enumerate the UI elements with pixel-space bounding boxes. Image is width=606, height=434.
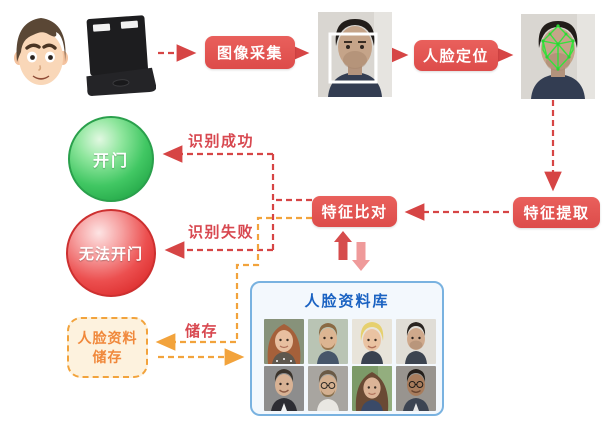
recognition-terminal-icon — [86, 15, 156, 96]
arrow-compare-to-storage — [155, 216, 312, 351]
result-deny-door: 无法开门 — [66, 209, 156, 297]
node-image-capture: 图像采集 — [205, 36, 295, 69]
node-feature-compare: 特征比对 — [312, 196, 397, 227]
storage-line1: 人脸资料 — [77, 329, 138, 346]
db-face-photo-3 — [352, 319, 392, 364]
face-database-grid — [264, 319, 436, 411]
terminal-slot — [92, 23, 111, 32]
sphere-label: 开门 — [92, 153, 129, 170]
face-database-title: 人脸资料库 — [304, 293, 390, 310]
db-face-photo-6 — [308, 366, 348, 411]
db-face-photo-8 — [396, 366, 436, 411]
captured-face-photo — [318, 12, 392, 97]
db-face-photo-2 — [308, 319, 348, 364]
db-face-photo-7 — [352, 366, 392, 411]
face-data-storage-box: 人脸资料 储存 — [67, 317, 148, 378]
glasses-icon — [320, 382, 336, 389]
connector-compare-branch — [271, 154, 312, 250]
result-open-door: 开门 — [68, 116, 154, 202]
mesh-points — [541, 24, 575, 71]
node-label: 特征比对 — [321, 204, 388, 221]
db-face-photo-1 — [264, 319, 304, 364]
meshed-face-photo — [521, 14, 595, 99]
label-recognition-success: 识别成功 — [188, 133, 255, 150]
label-store: 储存 — [185, 323, 219, 340]
db-face-photo-4 — [396, 319, 436, 364]
db-face-photo-5 — [264, 366, 304, 411]
node-label: 人脸定位 — [422, 48, 489, 65]
node-label: 特征提取 — [523, 205, 590, 222]
node-feature-extract: 特征提取 — [513, 197, 600, 228]
glasses-icon — [408, 381, 424, 388]
node-face-locate: 人脸定位 — [414, 40, 498, 71]
two-way-compare-icon — [334, 231, 370, 271]
storage-line2: 储存 — [92, 348, 123, 365]
cartoon-face-icon — [14, 18, 68, 85]
node-label: 图像采集 — [216, 45, 283, 62]
sphere-label: 无法开门 — [78, 245, 143, 263]
face-detect-frame — [328, 32, 378, 84]
face-database-panel: 人脸资料库 — [250, 281, 444, 416]
label-recognition-fail: 识别失败 — [188, 224, 255, 241]
terminal-slot — [120, 20, 139, 29]
